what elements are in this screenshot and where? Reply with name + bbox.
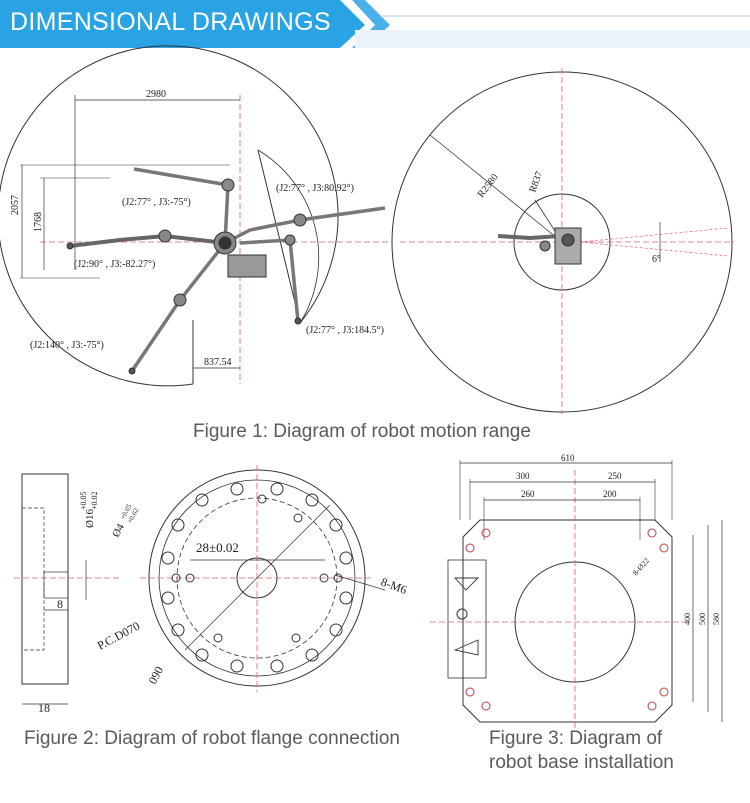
banner-shape bbox=[0, 0, 365, 48]
f2-dim-outer: 090 bbox=[145, 664, 166, 686]
f2-dim-pcd: P.C.D070 bbox=[95, 619, 142, 653]
f2-dim-thickness: 18 bbox=[38, 701, 50, 715]
banner-strip bbox=[355, 30, 750, 48]
f1-pose-a: (J2:77° , J3:-75°) bbox=[122, 197, 191, 208]
figure1-side-view bbox=[0, 45, 390, 387]
f1-dim-offset: 837.54 bbox=[204, 357, 232, 368]
figure2-front-view bbox=[140, 465, 386, 692]
f1-pose-b: (J2:77° , J3:80.92°) bbox=[276, 183, 354, 194]
f2-pin-main: Ø16 bbox=[84, 509, 96, 528]
f2-pin-top: +0.05 bbox=[79, 491, 88, 510]
f3-left-2: 260 bbox=[521, 489, 535, 499]
f1-pose-c: (J2:90° , J3:-82.27°) bbox=[74, 259, 155, 270]
f3-holes: 8-Ø22 bbox=[631, 556, 651, 577]
f2-dim-threads: 8-M6 bbox=[379, 575, 409, 597]
figure2-caption: Figure 2: Diagram of robot flange connec… bbox=[24, 728, 400, 749]
f1-pose-e: (J2:77° , J3:184.5°) bbox=[306, 325, 384, 336]
page-title: DIMENSIONAL DRAWINGS bbox=[10, 8, 331, 36]
f1-dim-width: 2980 bbox=[146, 89, 166, 100]
f2-dim-depth: 8 bbox=[57, 597, 63, 611]
figure3-base-view bbox=[430, 460, 723, 730]
f2-small-hole-main: Ø4 bbox=[110, 521, 127, 539]
f3-right-1: 250 bbox=[608, 471, 622, 481]
f3-h2: 500 bbox=[698, 613, 707, 625]
f2-pin-bottom: +0.02 bbox=[90, 491, 99, 510]
f3-h1: 400 bbox=[683, 613, 692, 625]
f1-radius-outer: R2580 bbox=[476, 172, 501, 200]
header-banner bbox=[0, 0, 750, 48]
figure1-caption: Figure 1: Diagram of robot motion range bbox=[193, 421, 531, 442]
f1-radius-inner: R837 bbox=[527, 170, 545, 194]
f1-dim-height-outer: 2057 bbox=[10, 195, 21, 215]
figure2-side-view bbox=[14, 473, 120, 705]
f1-angle: 6° bbox=[652, 254, 661, 265]
flange-bolt-holes bbox=[161, 482, 353, 673]
f3-right-2: 200 bbox=[603, 489, 617, 499]
f3-h3: 580 bbox=[712, 613, 721, 625]
figure3-caption-line2: robot base installation bbox=[489, 752, 674, 773]
f3-total-width: 610 bbox=[561, 453, 575, 463]
f1-dim-height-inner: 1768 bbox=[33, 212, 44, 232]
base-mount-holes bbox=[465, 528, 669, 711]
figure1-top-view bbox=[391, 68, 734, 414]
figure3-caption-line1: Figure 3: Diagram of bbox=[489, 728, 663, 749]
f1-pose-d: (J2:140° , J3:-75°) bbox=[30, 340, 104, 351]
f2-dim-slot: 28±0.02 bbox=[196, 540, 239, 555]
f3-left-1: 300 bbox=[516, 471, 530, 481]
